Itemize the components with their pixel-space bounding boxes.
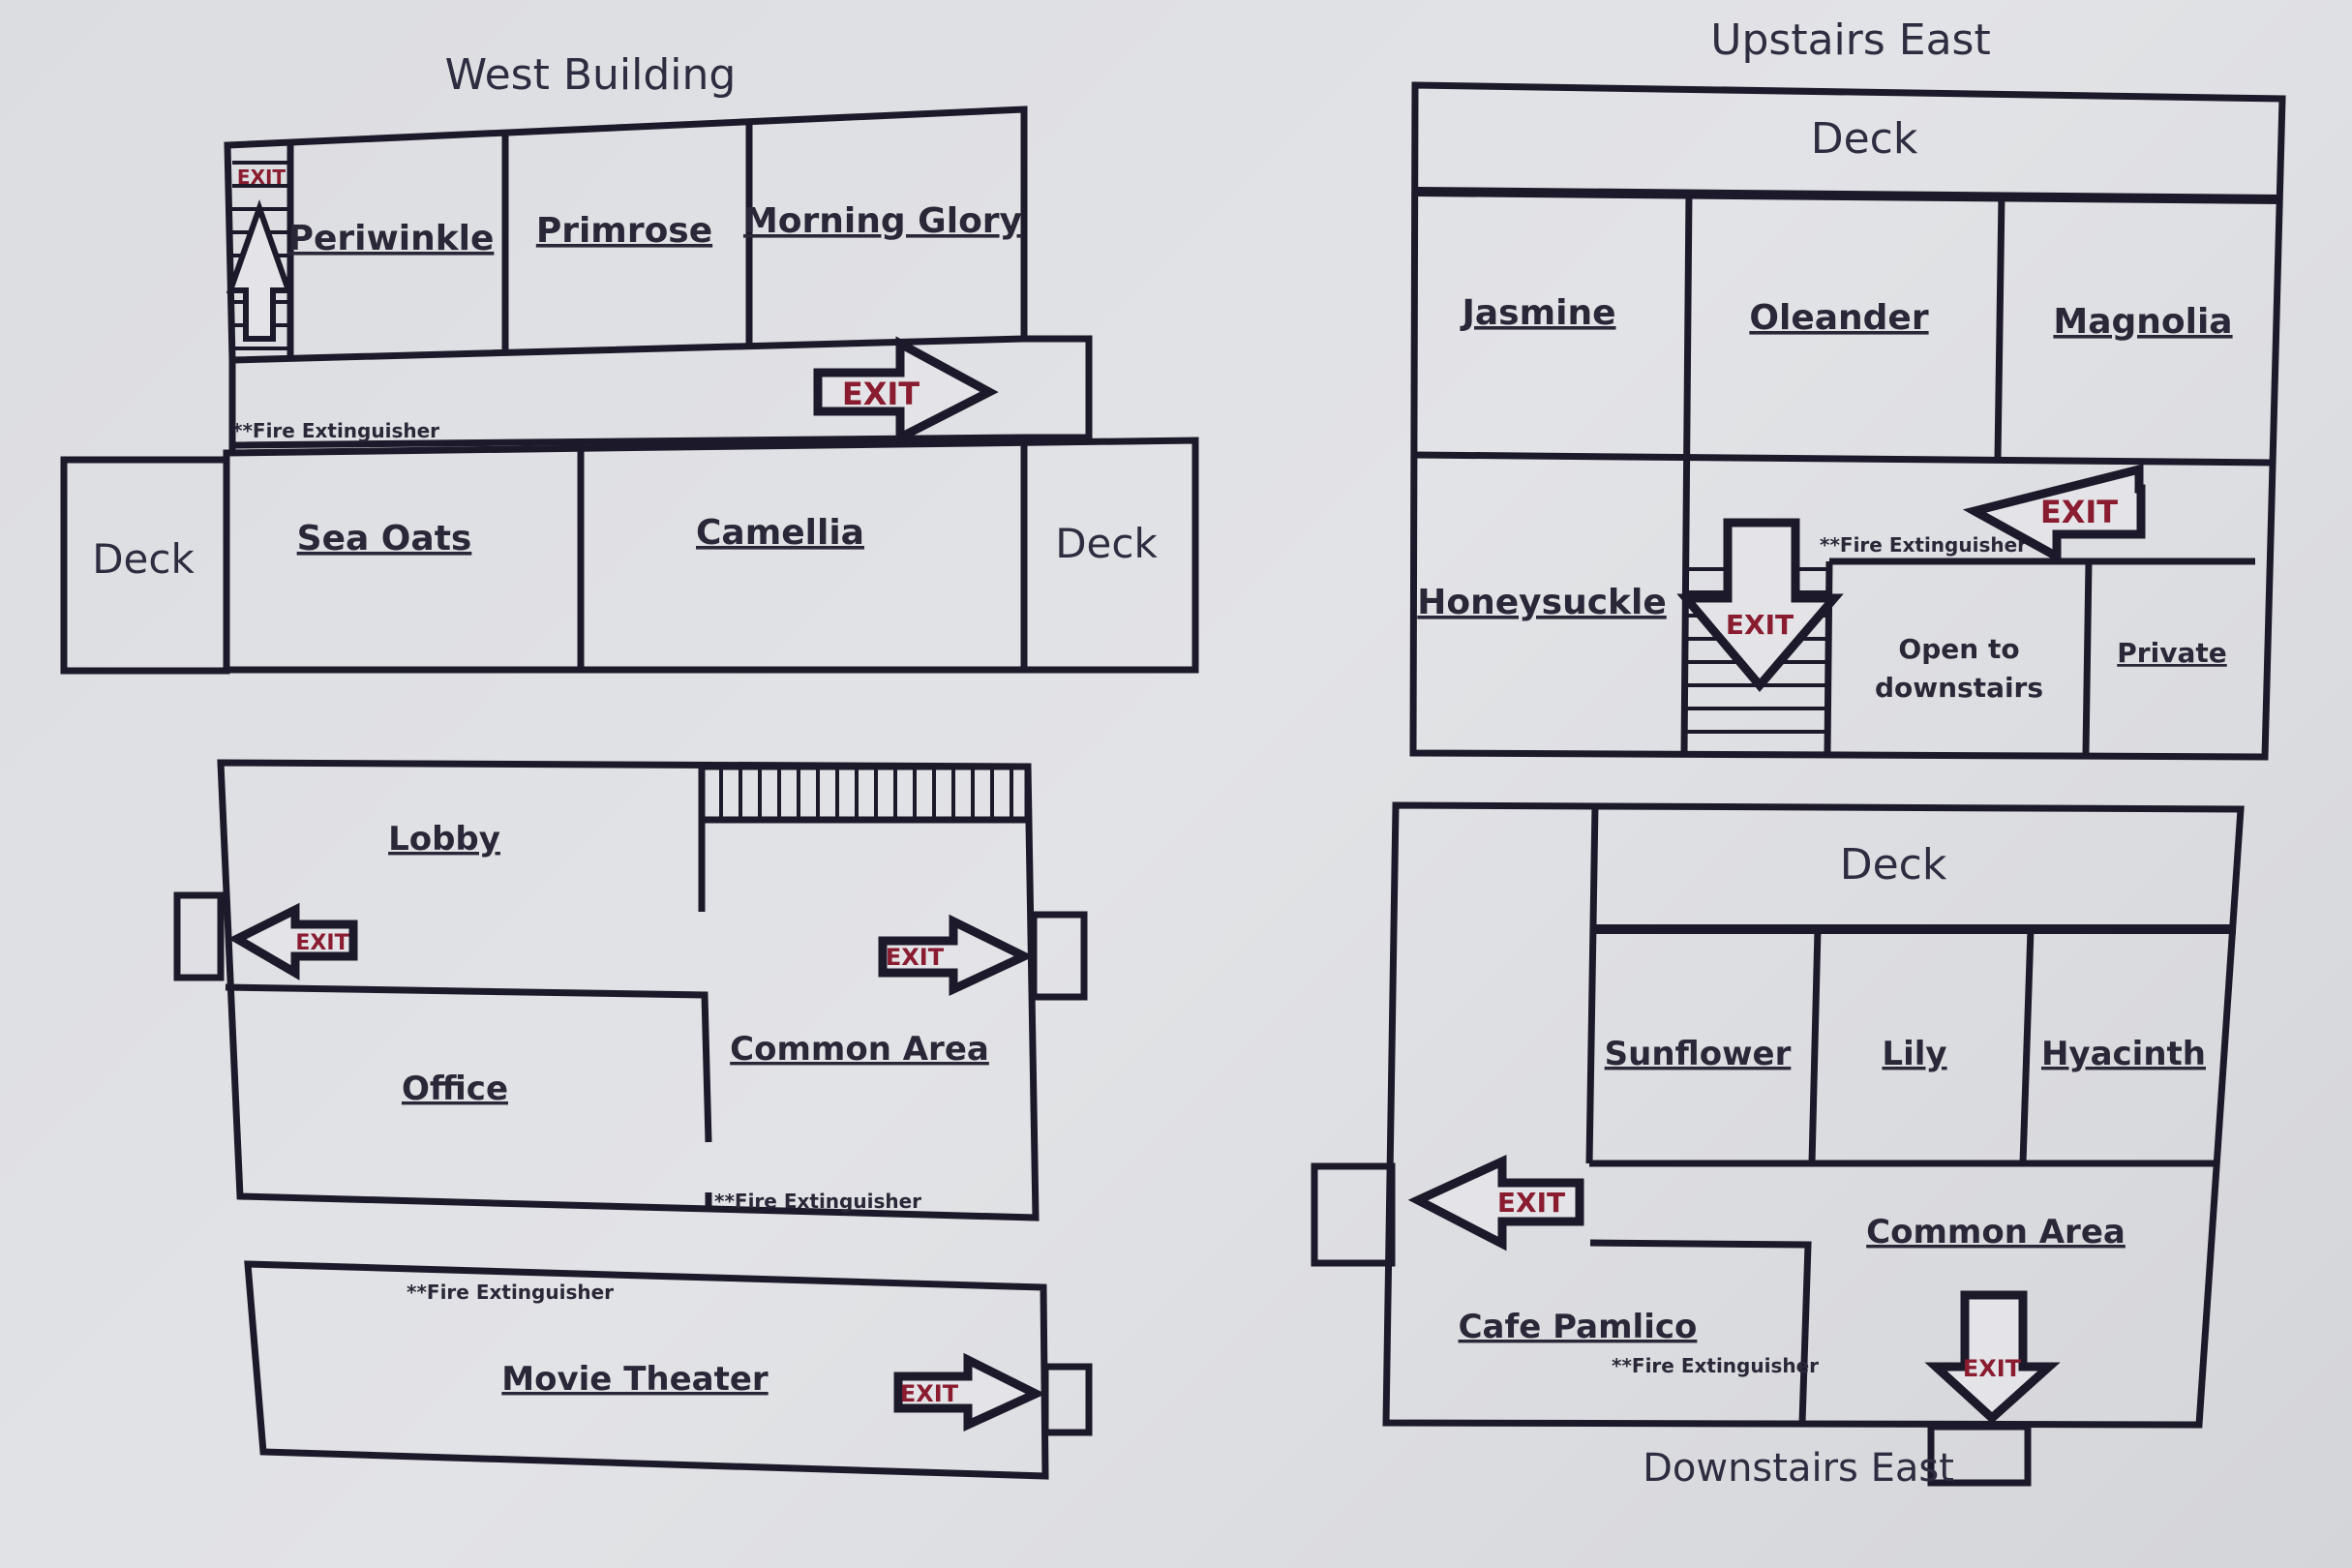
deck-label: Deck xyxy=(1840,840,1947,890)
open-to-downstairs-line2: downstairs xyxy=(1875,672,2043,704)
exit-label: EXIT xyxy=(1963,1355,2022,1382)
exit-arrow-right-icon xyxy=(893,1352,1046,1432)
room-magnolia: Magnolia xyxy=(2053,302,2232,342)
room-morning-glory: Morning Glory xyxy=(743,201,1022,241)
exit-arrow-right-icon xyxy=(878,914,1035,997)
fire-extinguisher-label: **Fire Extinguisher xyxy=(407,1281,614,1304)
exit-arrow-left-icon xyxy=(1962,464,2146,564)
exit-door xyxy=(1927,1423,2032,1487)
room-honeysuckle: Honeysuckle xyxy=(1417,583,1666,622)
downstairs-east: Deck Sunflower Lily Hyacinth EXIT Common… xyxy=(1311,801,2245,1491)
west-building: West Building EXIT Periwinkle Primrose M… xyxy=(60,50,1199,675)
wall xyxy=(1414,451,2276,467)
exit-label: EXIT xyxy=(900,1380,959,1407)
exit-arrow-down-icon xyxy=(1676,518,1844,692)
exit-label: EXIT xyxy=(1726,609,1794,641)
exit-label: EXIT xyxy=(842,376,920,412)
deck-label: Deck xyxy=(92,535,195,583)
west-lower-wing-wall xyxy=(223,437,1199,674)
room-common-area: Common Area xyxy=(730,1030,989,1069)
open-to-downstairs-line1: Open to xyxy=(1898,633,2019,665)
exit-label: EXIT xyxy=(237,166,286,189)
room-lobby: Lobby xyxy=(388,820,500,859)
deck-label: Deck xyxy=(1055,520,1158,567)
upstairs-east-title: Upstairs East xyxy=(1710,15,1990,65)
room-periwinkle: Periwinkle xyxy=(288,219,495,258)
room-primrose: Primrose xyxy=(536,211,712,251)
room-office: Office xyxy=(402,1070,508,1108)
wall xyxy=(1808,928,1822,1164)
room-jasmine: Jasmine xyxy=(1459,293,1615,333)
wall xyxy=(1994,195,2005,460)
wall xyxy=(1585,804,1599,1164)
room-hyacinth: Hyacinth xyxy=(2041,1035,2206,1073)
room-cafe-pamlico: Cafe Pamlico xyxy=(1459,1308,1698,1346)
lobby-stair-railing xyxy=(698,763,1032,824)
exit-arrow-right-icon xyxy=(813,336,999,445)
exit-door xyxy=(173,891,225,981)
room-sunflower: Sunflower xyxy=(1605,1035,1792,1073)
room-private: Private xyxy=(2117,637,2226,669)
theater-building: **Fire Extinguisher Movie Theater EXIT xyxy=(244,1260,1093,1480)
room-sea-oats: Sea Oats xyxy=(297,519,472,558)
exit-label: EXIT xyxy=(1497,1187,1565,1219)
exit-door xyxy=(1311,1162,1396,1267)
west-hallway-wall xyxy=(228,335,1093,455)
wall xyxy=(1680,191,1693,754)
wall xyxy=(1414,187,2283,204)
room-lily: Lily xyxy=(1882,1035,1946,1073)
exit-label: EXIT xyxy=(2040,494,2118,530)
exit-arrow-left-icon xyxy=(227,902,358,980)
wall xyxy=(1824,558,2255,754)
deck-label: Deck xyxy=(1811,114,1918,164)
room-camellia: Camellia xyxy=(696,513,864,553)
west-building-title: West Building xyxy=(445,50,737,100)
cafe-wall xyxy=(1589,1239,1812,1424)
wall xyxy=(2019,928,2035,1164)
upstairs-east: Upstairs East Deck Jasmine Oleander Magn… xyxy=(1409,15,2286,761)
fire-extinguisher-label: **Fire Extinguisher xyxy=(232,419,439,442)
upstairs-east-outer-wall xyxy=(1409,81,2286,761)
theater-outer-wall xyxy=(244,1260,1049,1480)
exit-door xyxy=(1041,1363,1093,1436)
exit-arrow-up-icon xyxy=(226,198,293,342)
fire-extinguisher-label: **Fire Extinguisher xyxy=(714,1190,921,1213)
room-movie-theater: Movie Theater xyxy=(501,1360,769,1399)
room-oleander: Oleander xyxy=(1749,298,1928,338)
exit-arrow-down-icon xyxy=(1924,1290,2061,1425)
fire-extinguisher-label: **Fire Extinguisher xyxy=(1820,533,2027,557)
exit-label: EXIT xyxy=(886,944,945,971)
exit-arrow-left-icon xyxy=(1407,1154,1584,1251)
room-common-area: Common Area xyxy=(1866,1213,2126,1251)
exit-label: EXIT xyxy=(295,931,348,955)
downstairs-east-title: Downstairs East xyxy=(1643,1446,1954,1491)
office-wall xyxy=(225,983,712,1143)
exit-door xyxy=(1030,911,1088,1001)
lobby-building: EXIT EXIT Lobby Office Common Area **Fir… xyxy=(173,759,1088,1221)
fire-extinguisher-label: **Fire Extinguisher xyxy=(1612,1354,1819,1377)
